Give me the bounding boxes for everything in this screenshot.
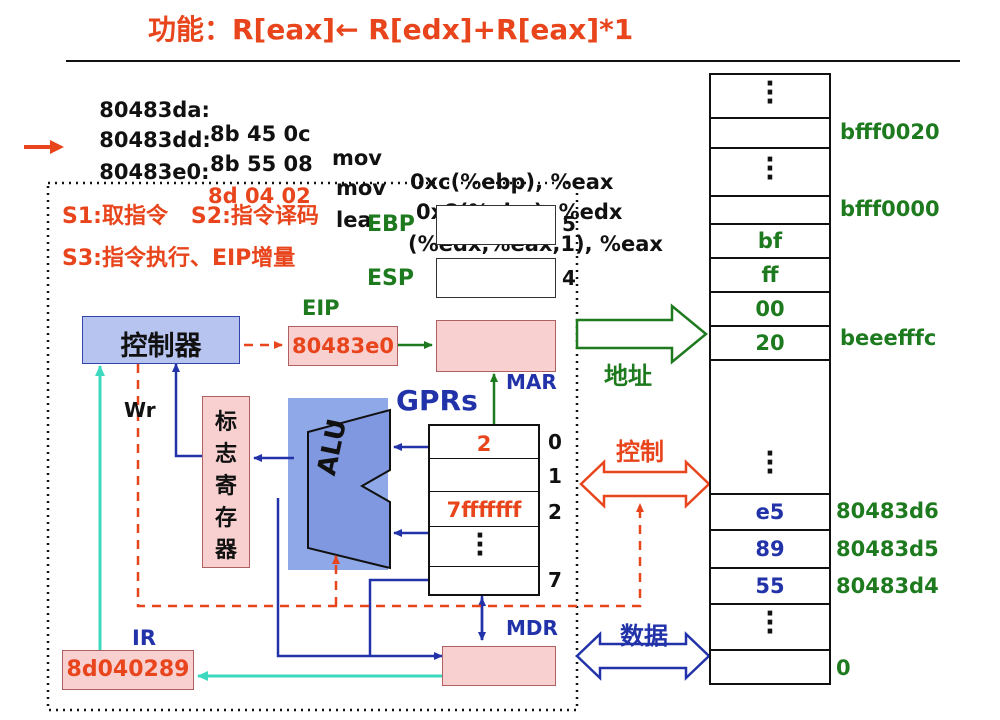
memory-cell: 55 bbox=[755, 574, 785, 598]
address-bus-arrow bbox=[575, 303, 708, 365]
green-wires bbox=[398, 341, 498, 424]
flags-char: 标 bbox=[214, 410, 237, 435]
memory-address: 80483d6 bbox=[836, 499, 939, 523]
control-signal-wires bbox=[136, 341, 644, 608]
controller-box bbox=[82, 316, 240, 364]
mar-label: MAR bbox=[506, 370, 557, 394]
flags-char: 寄 bbox=[214, 474, 237, 499]
ir-wires bbox=[95, 365, 442, 681]
gpr-file bbox=[428, 424, 540, 596]
memory-column bbox=[709, 73, 831, 685]
memory-cell: 00 bbox=[755, 297, 785, 321]
memory-ellipsis: ··· bbox=[765, 599, 775, 647]
instruction-address: 80483e0: bbox=[99, 160, 210, 184]
title-rule bbox=[66, 60, 960, 62]
memory-cell: 20 bbox=[755, 331, 785, 355]
gpr-index: 0 bbox=[548, 430, 562, 454]
gpr-value-edx: 7fffffff bbox=[446, 498, 522, 522]
memory-ellipsis: ··· bbox=[765, 69, 775, 117]
instruction-bytes: 8b 45 0c bbox=[210, 122, 311, 146]
memory-address: bfff0020 bbox=[840, 120, 940, 144]
control-bus-arrow bbox=[579, 459, 711, 509]
cpu-boundary bbox=[46, 181, 579, 712]
memory-cell: e5 bbox=[755, 500, 785, 524]
mdr-label: MDR bbox=[506, 616, 558, 640]
gpr-ellipsis: ··· bbox=[475, 521, 485, 569]
blue-wires bbox=[172, 363, 486, 660]
memory-ellipsis: ··· bbox=[765, 439, 775, 487]
gpr-index: 1 bbox=[548, 464, 562, 488]
current-instruction-arrow bbox=[24, 140, 64, 154]
data-bus-label: 数据 bbox=[620, 622, 668, 650]
flags-char: 器 bbox=[214, 538, 237, 563]
memory-address: beeefffc bbox=[840, 326, 937, 350]
memory-cell: ff bbox=[761, 263, 779, 287]
steps-line-2: S3:指令执行、EIP增量 bbox=[62, 246, 296, 271]
flags-register bbox=[202, 396, 250, 568]
alu-shape bbox=[307, 408, 391, 570]
wr-label: Wr bbox=[124, 398, 156, 422]
instruction-bytes: 8b 55 08 bbox=[210, 152, 313, 176]
flags-char: 志 bbox=[214, 442, 237, 467]
memory-cell: bf bbox=[757, 229, 783, 253]
ebp-label: EBP bbox=[367, 212, 415, 237]
memory-cell: 89 bbox=[755, 537, 785, 561]
gpr-index: 2 bbox=[548, 500, 562, 524]
ir-register bbox=[62, 650, 194, 690]
mar-register bbox=[436, 320, 556, 372]
eip-label: EIP bbox=[302, 296, 340, 320]
gpr-row bbox=[430, 492, 538, 527]
ir-value: 8d040289 bbox=[66, 657, 190, 682]
gprs-label: GPRs bbox=[396, 384, 478, 417]
esp-index: 4 bbox=[562, 266, 576, 290]
instruction-address: 80483da: bbox=[99, 98, 210, 122]
page-title: 功能：R[eax]← R[edx]+R[eax]*1 bbox=[148, 13, 634, 46]
gpr-index: 7 bbox=[548, 568, 562, 592]
eip-register bbox=[288, 326, 398, 366]
ir-label: IR bbox=[132, 626, 156, 650]
gpr-row bbox=[430, 426, 538, 459]
instruction-opcode: mov bbox=[332, 146, 382, 170]
memory-address: bfff0000 bbox=[840, 197, 940, 221]
ebp-register bbox=[436, 205, 556, 245]
memory-address: 0 bbox=[836, 656, 851, 680]
control-bus-label: 控制 bbox=[616, 438, 664, 466]
instruction-address: 80483dd: bbox=[99, 128, 211, 152]
gpr-row bbox=[430, 459, 538, 492]
controller-label: 控制器 bbox=[120, 331, 202, 362]
esp-register bbox=[436, 258, 556, 298]
memory-address: 80483d4 bbox=[836, 574, 939, 598]
gpr-value-eax: 2 bbox=[476, 432, 492, 456]
mdr-register bbox=[442, 646, 556, 686]
gpr-row bbox=[430, 566, 538, 567]
eip-value: 80483e0 bbox=[292, 334, 394, 358]
address-bus-label: 地址 bbox=[604, 362, 652, 390]
esp-label: ESP bbox=[367, 266, 414, 291]
steps-line-1: S1:取指令 S2:指令译码 bbox=[62, 204, 319, 229]
instruction-bytes: 8d 04 02 bbox=[208, 184, 311, 208]
instruction-opcode: lea bbox=[336, 208, 372, 232]
instruction-opcode: mov bbox=[336, 176, 386, 200]
flags-char: 存 bbox=[214, 506, 237, 531]
memory-address: 80483d5 bbox=[836, 537, 939, 561]
memory-ellipsis: ··· bbox=[765, 145, 775, 193]
ebp-index: 5 bbox=[562, 212, 576, 236]
